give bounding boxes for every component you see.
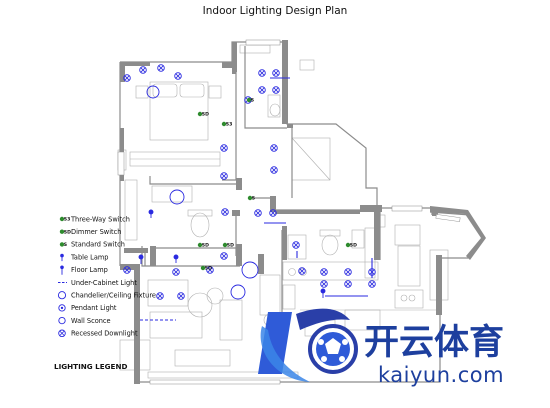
svg-text:SD: SD xyxy=(205,266,212,272)
legend-item-chandelier: Chandelier/Ceiling Fixture xyxy=(57,291,156,300)
downlight-icon xyxy=(58,329,66,338)
switch-icon: SD xyxy=(222,243,234,249)
legend-item-pendant: Pendant Light xyxy=(58,304,117,312)
downlight-icon xyxy=(270,166,278,174)
watermark-brand-cn: 开云体育 xyxy=(364,323,504,363)
svg-text:S3: S3 xyxy=(64,217,71,223)
svg-text:SD: SD xyxy=(227,243,234,249)
downlight-icon xyxy=(320,280,328,288)
dimmer-switch-icon: SD xyxy=(59,229,71,235)
downlight-icon xyxy=(269,209,277,217)
legend-label: Three-Way Switch xyxy=(70,215,130,223)
downlight-icon xyxy=(174,72,182,80)
svg-text:SD: SD xyxy=(202,243,209,249)
svg-text:S: S xyxy=(64,242,67,248)
kaiyun-logo xyxy=(258,308,358,382)
legend-item-table_lamp: Table Lamp xyxy=(60,253,108,261)
legend-item-floor_lamp: Floor Lamp xyxy=(60,265,108,275)
plan-downlights xyxy=(123,64,376,300)
downlight-icon xyxy=(270,144,278,152)
table-lamp-icon xyxy=(60,253,64,262)
downlight-icon xyxy=(272,69,280,77)
switch-icon: SD xyxy=(197,112,209,118)
plan-under-cabinet xyxy=(140,77,373,321)
downlight-icon xyxy=(220,172,228,180)
switch-icon: SD xyxy=(200,266,212,272)
legend-label: Recessed Downlight xyxy=(71,330,138,338)
downlight-icon xyxy=(220,252,228,260)
chandelier-icon xyxy=(57,291,67,300)
legend-label: Table Lamp xyxy=(70,253,108,261)
svg-text:SD: SD xyxy=(350,243,357,249)
legend-item-sconce: Wall Sconce xyxy=(58,316,111,325)
downlight-icon xyxy=(157,64,165,72)
wall-blocks xyxy=(120,40,486,384)
downlight-icon xyxy=(272,86,280,94)
legend-item-under_cabinet: Under-Cabinet Light xyxy=(58,279,137,287)
pendant-icon xyxy=(58,304,66,312)
three_way-switch-icon: S3 xyxy=(59,217,71,223)
legend-heading: LIGHTING LEGEND xyxy=(54,362,127,371)
downlight-icon xyxy=(298,267,306,275)
legend-label: Standard Switch xyxy=(71,241,125,249)
downlight-icon xyxy=(320,268,328,276)
downlight-icon xyxy=(206,266,214,274)
downlight-icon xyxy=(156,292,164,300)
brand-watermark: 开云体育 kaiyun.com xyxy=(258,308,504,387)
plan-floor-lamps xyxy=(138,209,326,298)
legend-label: Under-Cabinet Light xyxy=(71,279,137,287)
svg-text:S3: S3 xyxy=(226,122,233,128)
legend-label: Chandelier/Ceiling Fixture xyxy=(71,292,156,300)
downlight-icon xyxy=(258,69,266,77)
floor-lamp-icon xyxy=(60,265,64,275)
legend-label: Floor Lamp xyxy=(71,266,108,274)
standard-switch-icon: S xyxy=(59,242,67,248)
legend-label: Dimmer Switch xyxy=(71,228,121,236)
switch-icon: S3 xyxy=(221,122,233,128)
downlight-icon xyxy=(177,292,185,300)
switch-icon: SD xyxy=(345,243,357,249)
downlight-icon xyxy=(221,208,229,216)
downlight-icon xyxy=(258,86,266,94)
legend-item-downlight: Recessed Downlight xyxy=(58,329,138,338)
downlight-icon xyxy=(139,66,147,74)
legend-label: Pendant Light xyxy=(71,304,117,312)
watermark-brand-en: kaiyun.com xyxy=(378,363,504,387)
downlight-icon xyxy=(344,280,352,288)
downlight-icon xyxy=(123,74,131,82)
legend-label: Wall Sconce xyxy=(71,317,111,325)
downlight-icon xyxy=(368,280,376,288)
wall-sconce-icon xyxy=(58,316,66,325)
switch-icon: S xyxy=(246,98,254,104)
svg-text:SD: SD xyxy=(64,229,71,235)
svg-text:S: S xyxy=(252,196,255,202)
downlight-icon xyxy=(292,241,300,249)
legend-item-standard: S Standard Switch xyxy=(59,241,125,249)
downlight-icon xyxy=(254,209,262,217)
switch-icon: SD xyxy=(197,243,209,249)
plan-title: Indoor Lighting Design Plan xyxy=(202,5,348,17)
switch-icon: S xyxy=(247,196,255,202)
downlight-icon xyxy=(220,144,228,152)
windows xyxy=(117,39,461,385)
downlight-icon xyxy=(344,268,352,276)
svg-text:S: S xyxy=(251,98,254,104)
plan-chandeliers xyxy=(146,85,259,300)
downlight-icon xyxy=(123,266,131,274)
downlight-icon xyxy=(172,268,180,276)
svg-text:SD: SD xyxy=(202,112,209,118)
